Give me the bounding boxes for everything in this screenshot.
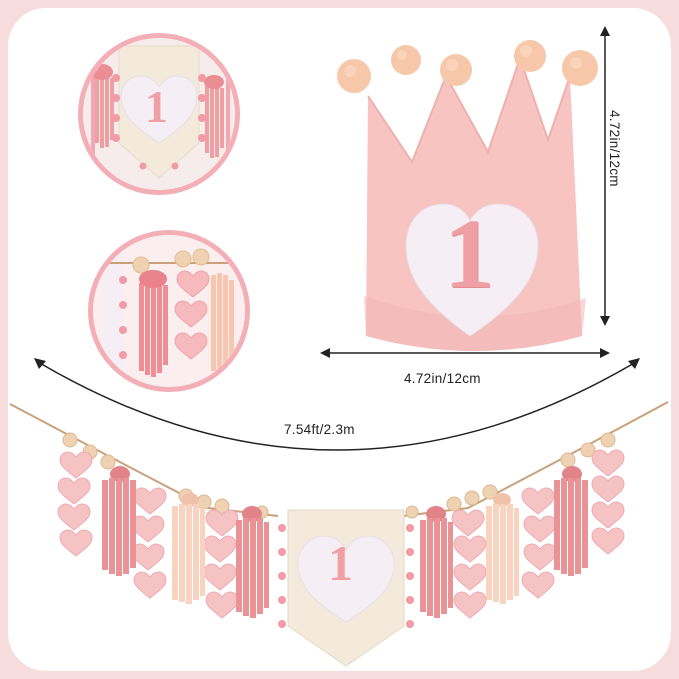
yarn-tassels [102,466,588,618]
garland [9,401,669,667]
banner-detail-number: 1 [145,81,168,132]
crown-height-arrow [600,26,610,326]
banner-detail-illustration [83,38,235,190]
center-banner [278,509,414,667]
banner-detail-circle: 1 [78,33,240,195]
product-image-frame: 1 [8,8,671,671]
felt-crown [337,40,598,351]
tassel-detail-illustration [93,235,245,387]
tassel-detail-circle [88,230,250,392]
crown-number: 1 [444,198,494,309]
crown-width-label: 4.72in/12cm [404,371,481,386]
crown-heart [405,203,539,337]
pom-poms [337,40,598,93]
garland-length-label: 7.54ft/2.3m [284,422,355,437]
crown-height-label: 4.72in/12cm [607,110,622,187]
garland-length-arc [34,358,640,451]
crown-width-arrow [320,348,610,358]
banner-number: 1 [328,535,353,591]
